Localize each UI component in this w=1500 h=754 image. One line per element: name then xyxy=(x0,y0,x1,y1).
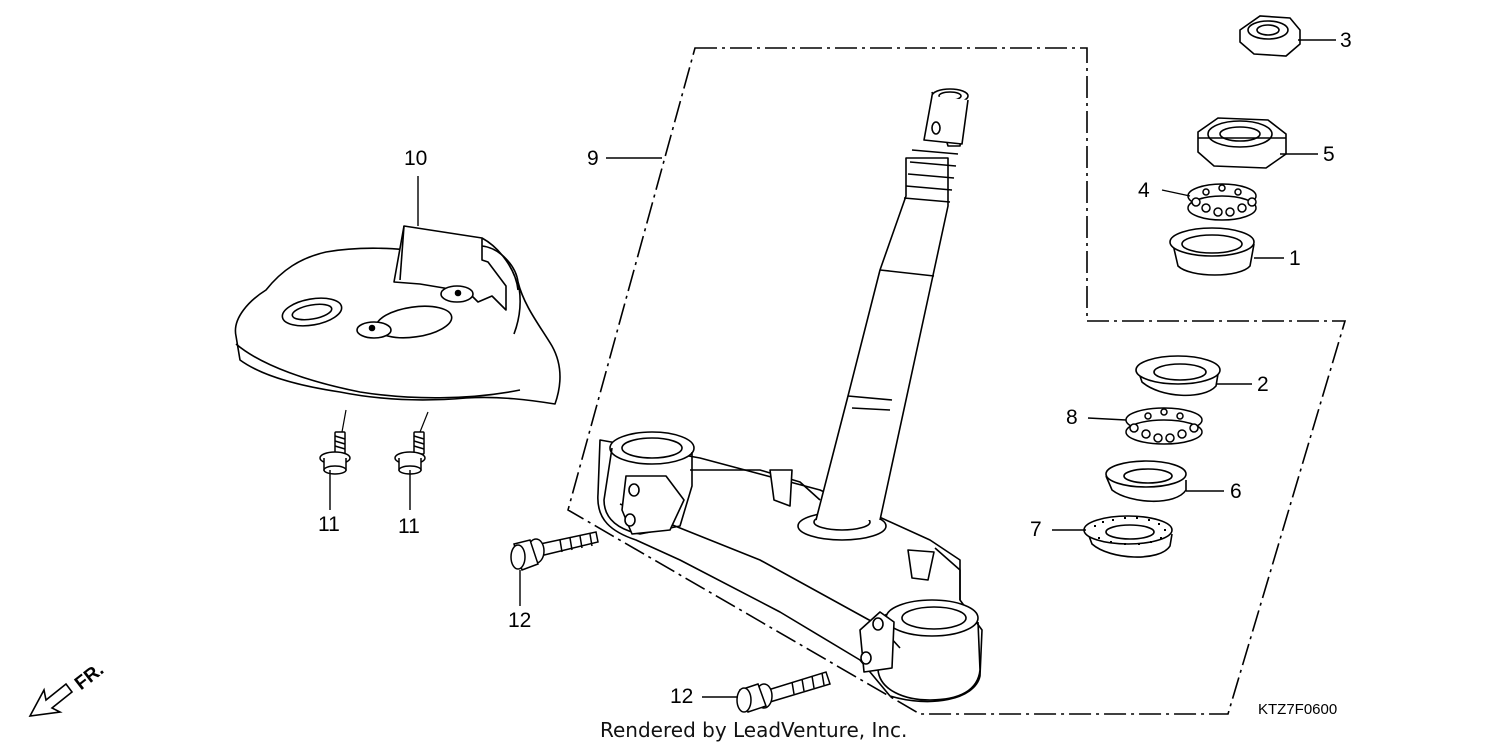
callout-2: 2 xyxy=(1257,373,1269,396)
callout-4: 4 xyxy=(1138,179,1150,202)
leader-lines xyxy=(329,39,1336,698)
dust-seal-part-7[interactable] xyxy=(1083,515,1173,558)
adjusting-nut-part-5[interactable] xyxy=(1197,117,1287,169)
callout-10: 10 xyxy=(404,147,428,170)
callout-11-left: 11 xyxy=(318,513,340,536)
bolt-part-12-lower[interactable] xyxy=(736,671,831,713)
screw-part-11-left[interactable] xyxy=(319,431,351,475)
bolt-part-12-upper[interactable] xyxy=(510,531,599,571)
front-direction-arrow-icon xyxy=(28,682,74,718)
nut-part-3[interactable] xyxy=(1239,15,1301,57)
callout-6: 6 xyxy=(1230,480,1242,503)
diagram-code: KTZ7F0600 xyxy=(1258,701,1338,718)
race-part-1[interactable] xyxy=(1169,227,1255,276)
ball-bearing-part-8[interactable] xyxy=(1125,407,1203,445)
ball-bearing-part-4[interactable] xyxy=(1187,183,1257,221)
callout-7: 7 xyxy=(1030,518,1042,541)
screw-part-11-right[interactable] xyxy=(394,431,426,475)
callout-11-right: 11 xyxy=(398,515,420,538)
callout-5: 5 xyxy=(1323,143,1335,166)
steering-stem-part[interactable] xyxy=(597,88,983,703)
front-cover-part[interactable] xyxy=(234,225,561,405)
callout-3: 3 xyxy=(1340,29,1352,52)
callout-12-upper: 12 xyxy=(508,609,532,632)
callout-12-lower: 12 xyxy=(670,685,694,708)
race-part-6[interactable] xyxy=(1105,460,1187,503)
callout-9: 9 xyxy=(587,147,599,170)
race-part-2[interactable] xyxy=(1135,355,1221,397)
render-credit: Rendered by LeadVenture, Inc. xyxy=(600,718,908,742)
callout-1: 1 xyxy=(1289,247,1301,270)
assembly-boundary xyxy=(567,47,1347,715)
callout-8: 8 xyxy=(1066,406,1078,429)
